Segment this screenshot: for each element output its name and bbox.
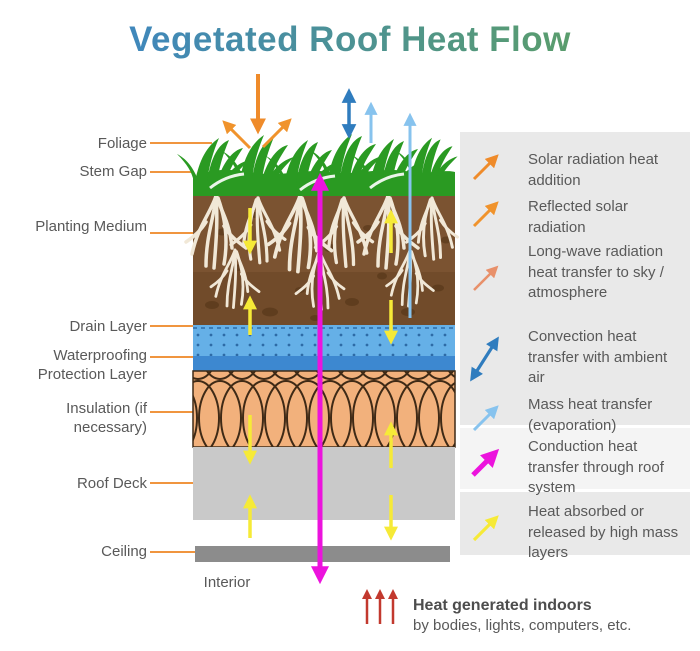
legend-label-heat-mass: Heat absorbed or released by high mass l… xyxy=(528,503,679,561)
reflected-solar-arrows xyxy=(222,118,292,150)
longwave-radiation-legend-icon xyxy=(473,265,499,291)
mass-transfer-arrows xyxy=(364,101,417,318)
legend-label-mass: Mass heat transfer (evaporation) xyxy=(528,396,653,434)
label-leader-lines xyxy=(150,142,212,553)
waterproofing-layer xyxy=(193,356,455,371)
indoor-heat-arrows xyxy=(362,589,398,624)
convection-legend-icon xyxy=(470,336,499,382)
label-roof-deck: Roof Deck xyxy=(76,475,147,492)
label-ceiling: Ceiling xyxy=(101,543,147,560)
solar-radiation-legend-icon xyxy=(472,154,499,181)
reflected-solar-legend-icon xyxy=(472,201,499,228)
label-interior: Interior xyxy=(203,574,251,591)
indoor-heat-heading: Heat generated indoors xyxy=(413,597,592,614)
drain-layer xyxy=(193,325,455,356)
legend-label-conduction: Conduction heat transfer through roof sy… xyxy=(528,438,664,496)
label-planting-medium: Planting Medium xyxy=(35,218,147,235)
legend-label-reflected: Reflected solar radiation xyxy=(528,198,629,236)
label-foliage: Foliage xyxy=(97,135,147,152)
legend-label-solar: Solar radiation heat addition xyxy=(528,151,659,189)
page-title: Vegetated Roof Heat Flow xyxy=(0,20,700,60)
indoor-heat-caption: Heat generated indoors by bodies, lights… xyxy=(413,596,683,636)
label-insulation: Insulation (if necessary) xyxy=(66,400,147,436)
heat-mass-arrows xyxy=(243,208,398,541)
mass-transfer-legend-icon xyxy=(472,405,499,432)
roof-deck-layer xyxy=(193,447,455,520)
conduction-legend-icon xyxy=(471,448,500,477)
label-waterproofing: Waterproofing Protection Layer xyxy=(37,347,147,383)
label-stem-gap: Stem Gap xyxy=(79,163,147,180)
legend-label-convection: Convection heat transfer with ambient ai… xyxy=(528,328,668,386)
label-drain-layer: Drain Layer xyxy=(69,318,147,335)
indoor-heat-subtext: by bodies, lights, computers, etc. xyxy=(413,617,632,634)
foliage-grass-illustration xyxy=(177,134,458,196)
insulation-layer xyxy=(192,370,456,448)
legend-label-longwave: Long-wave radiation heat transfer to sky… xyxy=(528,243,664,301)
heat-mass-legend-icon xyxy=(472,515,499,542)
